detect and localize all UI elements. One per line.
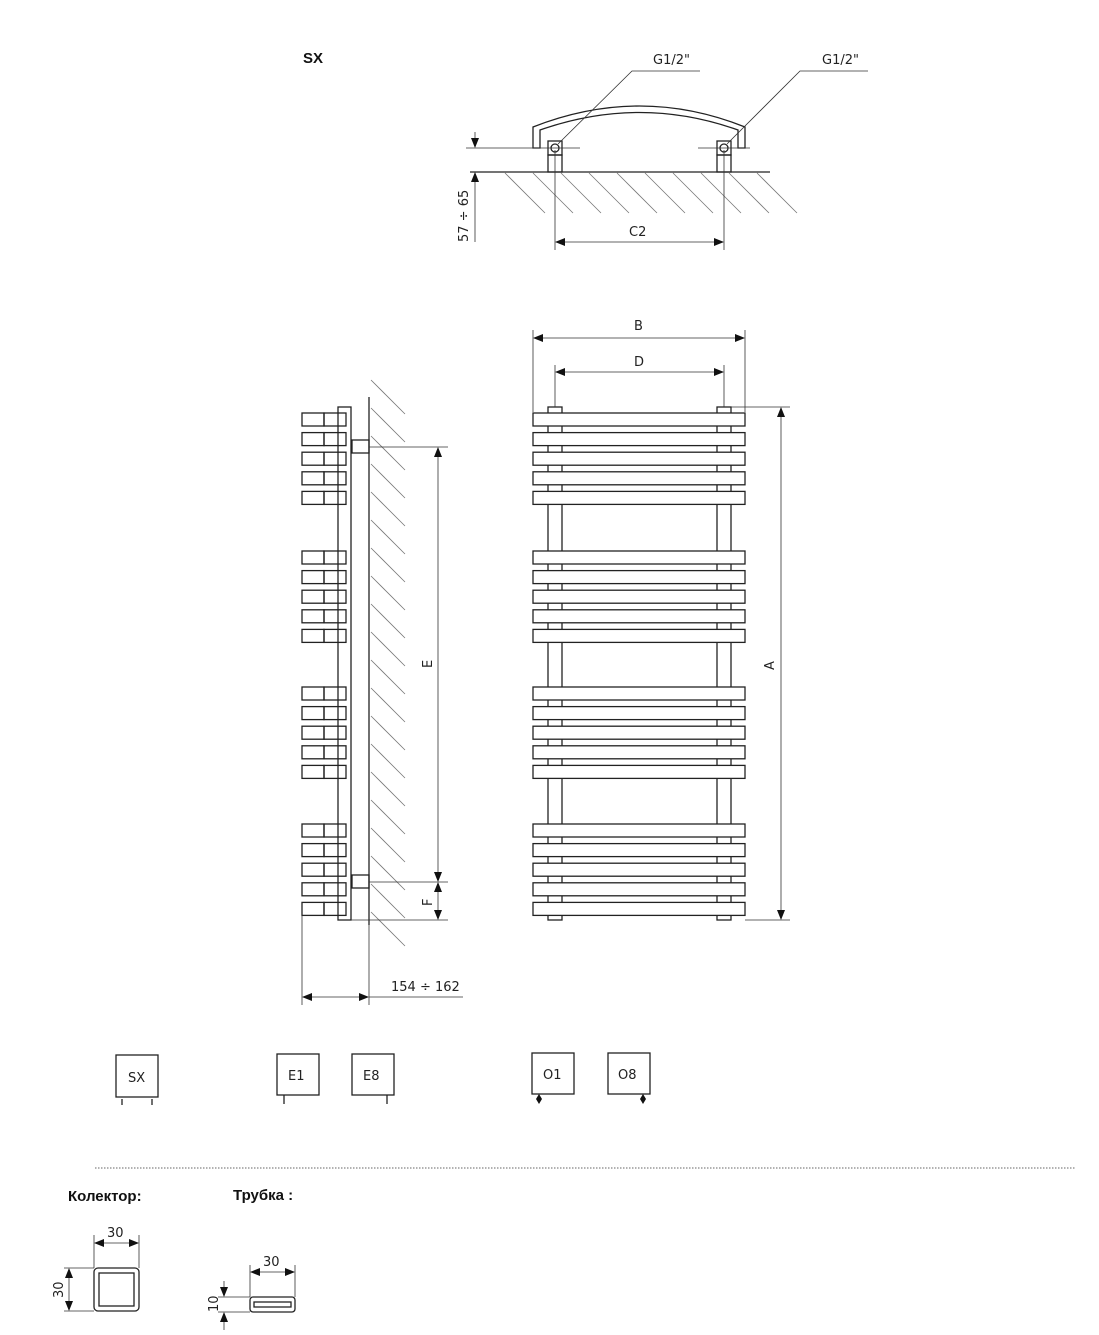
heating-bar xyxy=(532,862,746,877)
bar-stub xyxy=(323,823,347,838)
tube-title: Трубка : xyxy=(233,1187,293,1204)
bar-stub xyxy=(301,725,325,740)
bar-stub xyxy=(301,471,325,486)
heating-bar xyxy=(532,490,746,506)
bar-stub xyxy=(323,725,347,740)
bar-stub xyxy=(323,550,347,565)
bar-stub xyxy=(323,609,347,624)
thread-label-right: G1/2" xyxy=(822,53,859,68)
axis-spacing-label: C2 xyxy=(629,225,646,240)
height-label: A xyxy=(763,661,778,670)
heating-bar xyxy=(532,901,746,917)
bar-stub xyxy=(323,490,347,506)
bar-stub xyxy=(323,745,347,760)
model-label: SX xyxy=(303,50,323,67)
option-e8: E8 xyxy=(363,1069,380,1084)
collector-section: Колектор: 30 30 xyxy=(52,1188,142,1312)
bar-stub xyxy=(301,862,325,877)
front-view: B D A xyxy=(532,319,790,921)
axis-height-label: E xyxy=(421,660,436,668)
option-o1: O1 xyxy=(543,1068,562,1083)
bar-stub xyxy=(301,705,325,721)
wall-distance-label: 57 ÷ 65 xyxy=(457,190,472,242)
axis-width-label: D xyxy=(634,355,644,370)
heating-bar xyxy=(532,823,746,838)
bar-stub xyxy=(301,431,325,447)
heating-bar xyxy=(532,764,746,780)
tube-height: 10 xyxy=(207,1295,222,1312)
bar-stub xyxy=(301,823,325,838)
heating-bar xyxy=(532,569,746,585)
bar-stub xyxy=(323,764,347,780)
collector-height: 30 xyxy=(52,1281,67,1298)
wall-hatch-top xyxy=(504,172,798,214)
bar-stub xyxy=(301,764,325,780)
heating-bar xyxy=(532,471,746,486)
collector-width: 30 xyxy=(107,1226,124,1241)
heating-bar xyxy=(532,628,746,644)
collector-title: Колектор: xyxy=(68,1188,142,1205)
bottom-offset-label: F xyxy=(421,899,436,906)
bar-stub xyxy=(323,842,347,858)
bar-stub xyxy=(323,882,347,897)
bar-stub xyxy=(301,569,325,585)
option-e1: E1 xyxy=(288,1069,305,1084)
bar-stub xyxy=(323,412,347,427)
heating-bar xyxy=(532,882,746,897)
bar-stub xyxy=(301,686,325,701)
side-view: E F 154 ÷ 162 xyxy=(301,379,463,1005)
option-sx: SX xyxy=(128,1071,145,1086)
bar-stub xyxy=(301,882,325,897)
option-o8: O8 xyxy=(618,1068,637,1083)
bar-stub xyxy=(301,901,325,917)
top-view: G1/2" G1/2" 57 ÷ 65 C2 xyxy=(457,53,868,250)
heating-bar xyxy=(532,705,746,721)
heating-bar xyxy=(532,842,746,858)
bar-stub xyxy=(301,451,325,466)
heating-bar xyxy=(532,451,746,466)
bar-stub xyxy=(323,862,347,877)
heating-bar xyxy=(532,609,746,624)
heating-bar xyxy=(532,589,746,604)
bar-stub xyxy=(323,589,347,604)
heating-bar xyxy=(532,745,746,760)
tube-section: Трубка : 30 10 xyxy=(207,1187,296,1330)
bar-stub xyxy=(301,412,325,427)
heating-bar xyxy=(532,725,746,740)
bar-stub xyxy=(323,569,347,585)
bar-stub xyxy=(323,431,347,447)
bar-stub xyxy=(323,451,347,466)
bar-stub xyxy=(323,705,347,721)
bar-stub xyxy=(301,490,325,506)
heating-bar xyxy=(532,431,746,447)
bar-stub xyxy=(301,609,325,624)
heating-bar xyxy=(532,412,746,427)
bar-stub xyxy=(301,628,325,644)
heating-bar xyxy=(532,550,746,565)
thread-label-left: G1/2" xyxy=(653,53,690,68)
bar-stub xyxy=(301,550,325,565)
connection-options: SX E1 E8 O1 O8 xyxy=(115,1052,651,1105)
heating-bar xyxy=(532,686,746,701)
bar-stub xyxy=(301,589,325,604)
bar-stub xyxy=(301,745,325,760)
bar-stub xyxy=(323,901,347,917)
bar-stub xyxy=(323,471,347,486)
bar-stub xyxy=(301,842,325,858)
width-label: B xyxy=(634,319,643,334)
bar-stub xyxy=(323,686,347,701)
tube-width: 30 xyxy=(263,1255,280,1270)
bar-stub xyxy=(323,628,347,644)
depth-label: 154 ÷ 162 xyxy=(391,980,460,995)
